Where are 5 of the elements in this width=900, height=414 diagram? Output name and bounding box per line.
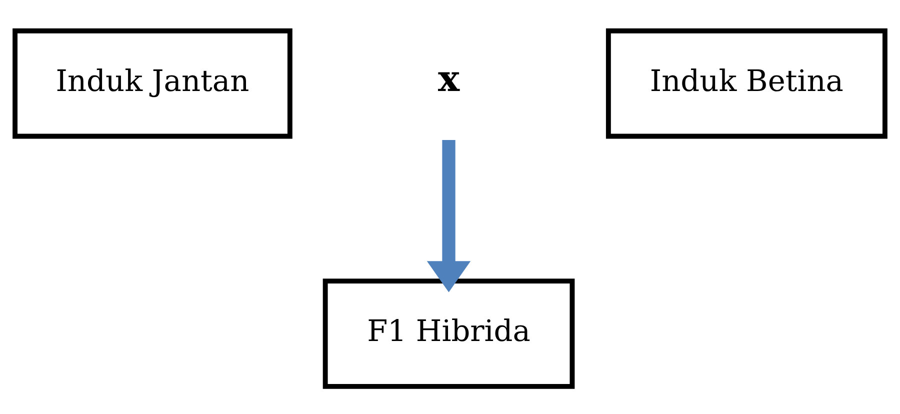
node-box: Induk Jantan bbox=[12, 28, 292, 139]
node-box: Induk Betina bbox=[606, 28, 888, 139]
node-box: F1 Hibrida bbox=[322, 278, 575, 389]
node-text: x bbox=[438, 57, 460, 100]
arrow bbox=[426, 140, 471, 292]
